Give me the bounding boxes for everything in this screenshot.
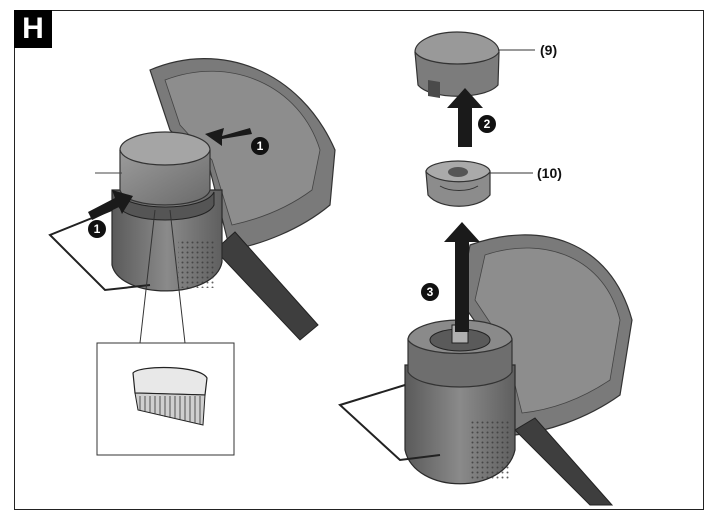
step-1-top-number: 1 [257,139,264,153]
left-trimmer-head [48,57,336,341]
brush-icon [132,366,208,426]
step-1-left-number: 1 [94,222,101,236]
left-shaft [214,231,319,341]
right-trimmer-head [338,234,633,506]
callout-10: (10) [537,165,562,181]
left-arrow-side: 1 [88,190,133,238]
arrow-step-2: 2 [447,88,496,147]
figure-label: H [14,10,52,48]
right-shaft [514,417,614,506]
left-wire-guard [48,209,151,292]
right-wire-guard [338,384,441,462]
left-arrow-top: 1 [205,128,269,155]
arrow-step-3: 3 [421,222,480,332]
step-2-number: 2 [484,117,491,131]
step-3-number: 3 [427,285,434,299]
spool-part-10 [425,160,491,207]
figure-frame [14,10,704,510]
spool-cover-part-9 [414,31,500,98]
callout-9: (9) [540,42,557,58]
